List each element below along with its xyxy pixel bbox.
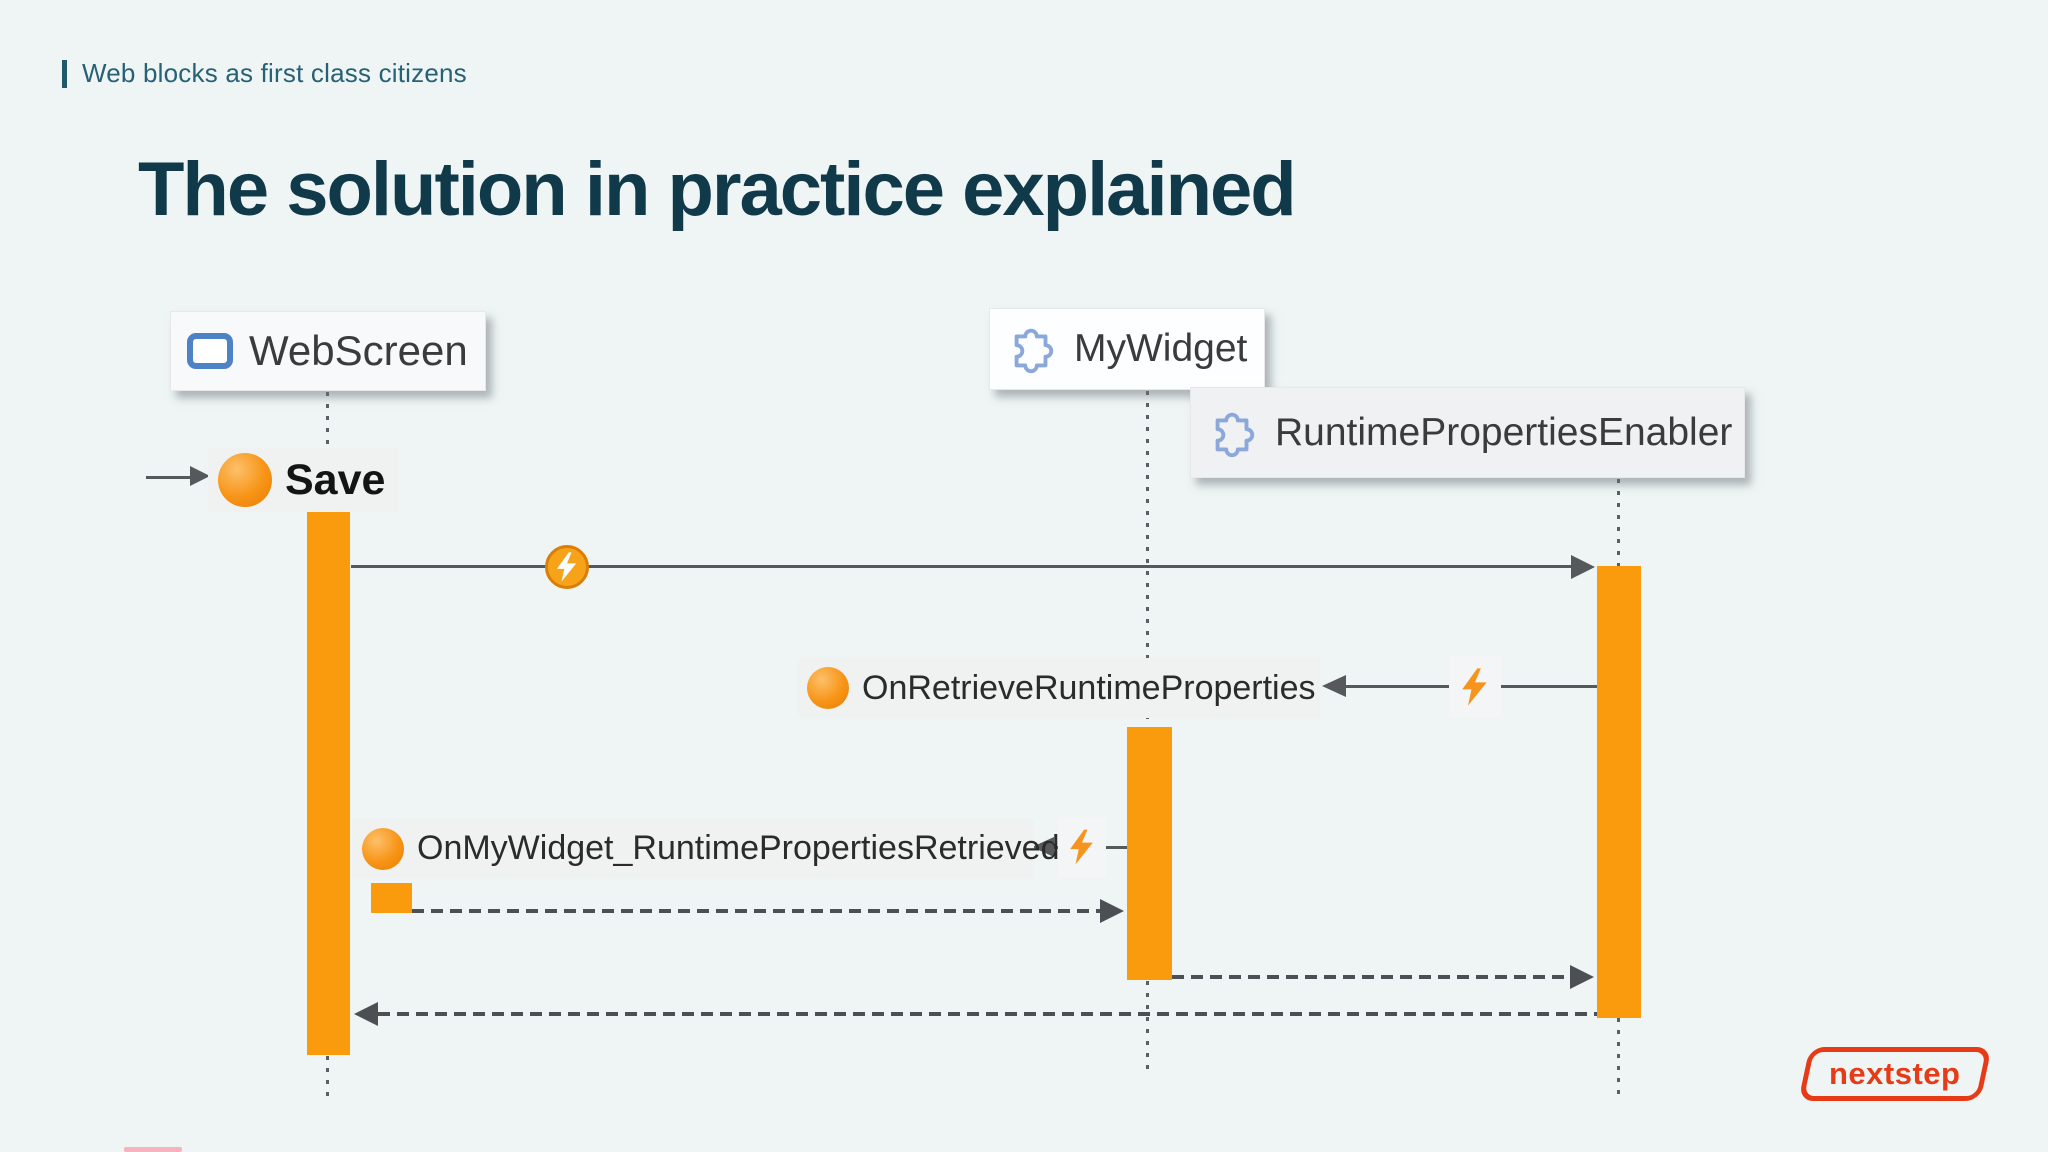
rpe-lifeline <box>1617 1018 1620 1094</box>
event-sphere-icon <box>807 667 849 709</box>
actor-box-mywidget: MyWidget <box>989 308 1265 390</box>
message2-arrowhead <box>1322 675 1346 697</box>
dashed-return-webscreen-to-mywidget <box>412 909 1100 913</box>
actor-box-runtimepropertiesenabler: RuntimePropertiesEnabler <box>1190 387 1745 478</box>
message-text: OnRetrieveRuntimeProperties <box>862 668 1316 707</box>
bottom-edge-sliver <box>124 1147 182 1152</box>
puzzle-icon <box>1215 412 1255 457</box>
page-title: The solution in practice explained <box>138 147 1297 232</box>
breadcrumb: Web blocks as first class citizens <box>62 58 467 89</box>
message1-line <box>351 565 1577 568</box>
rpe-activation-bar <box>1597 566 1641 1018</box>
dashed-return-mywidget-to-rpe <box>1172 975 1570 979</box>
lightning-bolt-circle-icon <box>545 545 589 589</box>
save-trigger-arrowhead <box>190 466 210 486</box>
dashed-return-arrowhead <box>1570 965 1594 989</box>
screen-icon <box>187 333 233 369</box>
webscreen-nested-activation-bar <box>371 883 412 913</box>
message3-arrowhead <box>1032 837 1054 857</box>
eyebrow-accent-bar <box>62 59 67 88</box>
dashed-return-rpe-to-webscreen <box>378 1012 1597 1016</box>
mywidget-lifeline <box>1146 391 1149 727</box>
puzzle-icon <box>1014 328 1054 374</box>
mywidget-lifeline <box>1146 981 1149 1077</box>
rpe-lifeline <box>1617 479 1620 566</box>
event-sphere-icon <box>362 827 404 870</box>
nextstep-logo: nextstep <box>1798 1047 1992 1101</box>
onretrieved-event-label: OnMyWidget_RuntimePropertiesRetrieved <box>352 819 1059 878</box>
onretrieve-event-label: OnRetrieveRuntimeProperties <box>797 658 1320 718</box>
dashed-return-arrowhead <box>354 1002 378 1026</box>
eyebrow-text: Web blocks as first class citizens <box>82 58 467 88</box>
mywidget-activation-bar <box>1127 727 1172 980</box>
message1-arrowhead <box>1571 555 1595 579</box>
actor-label: RuntimePropertiesEnabler <box>1275 410 1733 454</box>
lightning-bolt-icon <box>1058 817 1106 877</box>
actor-box-webscreen: WebScreen <box>170 311 486 391</box>
webscreen-activation-bar <box>307 507 350 1055</box>
dashed-return-arrowhead <box>1100 899 1124 923</box>
save-trigger-line <box>146 476 198 479</box>
webscreen-lifeline <box>326 1056 329 1103</box>
message-text: Save <box>285 455 386 504</box>
logo-text: nextstep <box>1829 1056 1961 1091</box>
actor-label: WebScreen <box>249 327 468 374</box>
actor-label: MyWidget <box>1074 327 1248 370</box>
save-event-label: Save <box>208 448 398 512</box>
lightning-bolt-icon <box>1449 656 1501 718</box>
message-text: OnMyWidget_RuntimePropertiesRetrieved <box>417 829 1060 867</box>
event-sphere-icon <box>218 453 272 507</box>
